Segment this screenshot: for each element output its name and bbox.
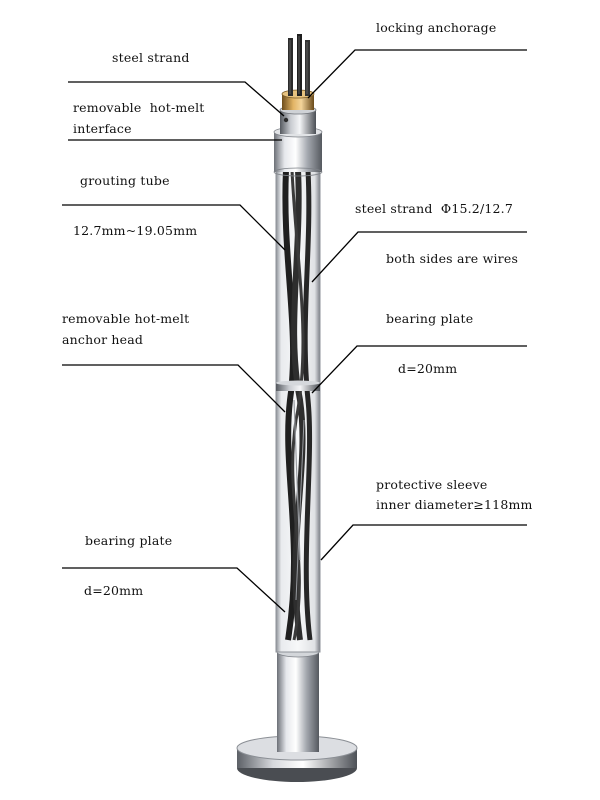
label-anchor-head-line2: anchor head [62,332,144,347]
label-removable-interface-line2: interface [73,121,132,136]
leader-bearing-plate-lower [62,567,286,613]
label-bearing-plate-lower-d: d=20mm [84,583,144,598]
lower-steel-collar [276,646,320,752]
leader-steel-strand-top [68,81,285,117]
label-grouting-tube-size: 12.7mm~19.05mm [73,223,198,238]
bearing-base-plate [236,735,358,782]
label-steel-strand-top: steel strand [112,50,190,65]
label-protective-sleeve-line2: inner diameter≥118mm [376,497,533,512]
label-grouting-tube: grouting tube [80,173,170,188]
leader-grouting-tube [62,204,286,251]
label-bearing-plate-upper: bearing plate [386,311,474,326]
label-both-sides-wires: both sides are wires [386,251,519,266]
label-removable-interface-line1: removable hot-melt [73,100,205,115]
steel-strand-bundle [282,169,313,641]
label-anchor-head-line1: removable hot-melt [62,311,190,326]
upper-steel-collar [273,126,323,177]
removable-interface-cap [279,105,317,134]
label-bearing-plate-lower: bearing plate [85,533,173,548]
anchor-head-ring [276,380,320,391]
leader-steel-strand-spec [311,231,527,283]
leader-anchor-head [62,364,286,413]
leader-bearing-plate-upper [311,345,527,394]
strand-ends [288,34,310,96]
leader-protective-sleeve [320,524,527,561]
label-bearing-plate-upper-d: d=20mm [398,361,458,376]
leader-locking-anchorage [307,49,527,99]
label-steel-strand-spec: steel strand Φ15.2/12.7 [355,201,513,216]
label-locking-anchorage: locking anchorage [376,20,497,35]
label-protective-sleeve-line1: protective sleeve [376,477,488,492]
